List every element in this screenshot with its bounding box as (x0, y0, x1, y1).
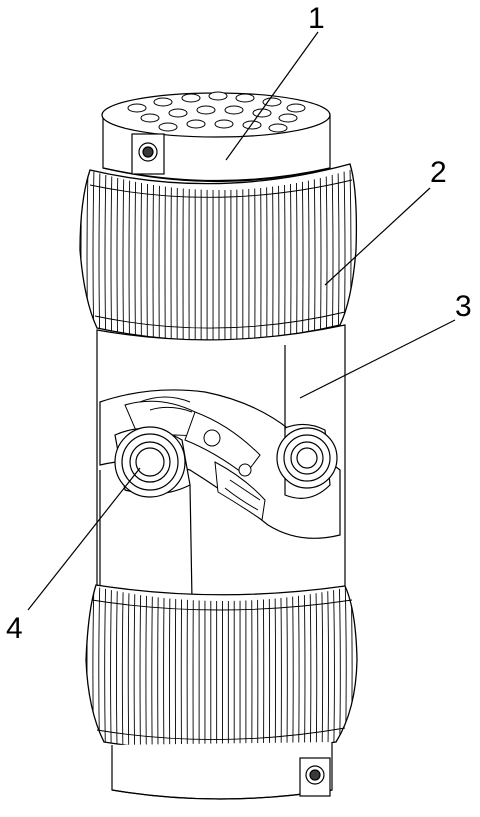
knurl-rib (321, 592, 324, 751)
knurl-rib (134, 181, 137, 341)
knurl-rib (151, 596, 153, 751)
knurl-rib (327, 591, 329, 751)
right-yoke-lug (276, 423, 338, 499)
knurl-rib (110, 590, 112, 751)
knurl-rib (290, 184, 292, 341)
knurl-rib (127, 593, 130, 751)
callout-4: 4 (6, 467, 141, 645)
knurl-rib (140, 182, 143, 341)
knurl-rib (104, 588, 106, 751)
knurl-rib (133, 594, 136, 751)
knurl-rib (116, 591, 118, 751)
knurl-rib (325, 176, 328, 341)
top-knurled-sleeve (79, 163, 358, 341)
bottom-set-screw (299, 757, 331, 797)
knurl-rib (315, 593, 318, 751)
knurl-rib (104, 174, 107, 341)
callout-3: 3 (299, 290, 472, 399)
knurl-rib (307, 180, 310, 341)
knurl-rib (110, 176, 113, 341)
callout-3-label: 3 (455, 290, 472, 323)
callout-4-label: 4 (6, 612, 23, 645)
callout-2-label: 2 (430, 156, 447, 189)
knurl-rib (337, 173, 340, 341)
callout-1-label: 1 (308, 2, 325, 35)
knurl-rib (292, 596, 294, 751)
knurl-rib (313, 179, 316, 341)
bottom-end-cap (111, 742, 333, 800)
knurl-rib (121, 592, 124, 751)
knurl-rib (145, 595, 147, 751)
knurl-rib (309, 594, 312, 751)
left-yoke-lug (114, 426, 191, 498)
knurl-rib (319, 177, 322, 341)
knurl-rib (116, 177, 119, 341)
top-set-screw (131, 133, 165, 175)
top-hole-pattern (127, 91, 306, 133)
callout-2: 2 (324, 156, 447, 286)
knurl-rib (333, 590, 335, 751)
callout-1: 1 (225, 2, 325, 161)
central-joint-housing (96, 324, 346, 601)
knurl-rib (139, 595, 142, 751)
knurl-rib (98, 173, 101, 341)
knurl-rib (331, 174, 334, 341)
top-end-cap (101, 91, 331, 183)
knurl-rib (301, 181, 304, 341)
knurl-rib (295, 182, 298, 341)
knurl-rib (146, 184, 148, 341)
knurl-rib (128, 180, 131, 341)
knurl-rib (122, 179, 125, 341)
